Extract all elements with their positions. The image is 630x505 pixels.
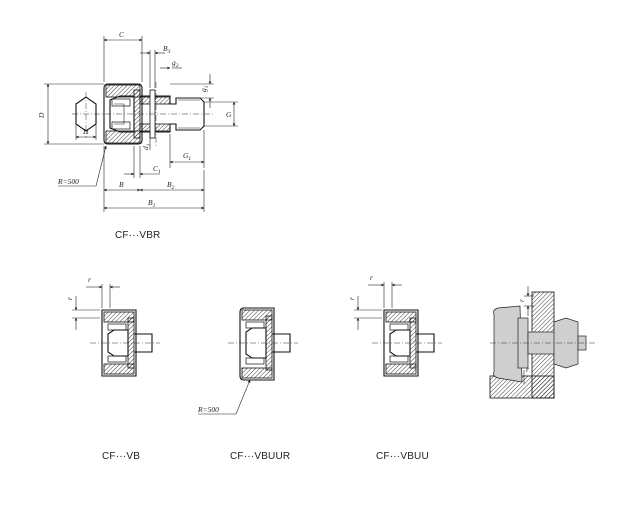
outer-ring-outline (103, 83, 143, 145)
dim-d: D (37, 112, 46, 119)
roller-bottom (111, 121, 131, 130)
dim-r500-vbuur: R=500 (197, 405, 219, 414)
caption-cf-vb: CF···VB (102, 451, 141, 462)
dim-g2: g2 (172, 58, 179, 69)
dim-b: B (119, 180, 124, 189)
figure-mounting: r r (489, 286, 596, 399)
roller-top (111, 98, 131, 107)
caption-cf-vbuu: CF···VBUU (376, 451, 429, 462)
dim-g1: g1 (199, 85, 210, 92)
caption-cf-vbuur: CF···VBUUR (230, 451, 291, 462)
dim-r-vb: r (88, 275, 91, 284)
dim-r-vbuu: r (370, 273, 373, 282)
dim-h: H (82, 127, 89, 136)
thread-lines (178, 99, 200, 129)
dim-g1-length: G1 (183, 151, 191, 162)
dim-r-mount: r (517, 299, 526, 302)
dim-d1: d1 (141, 143, 152, 150)
dim-b2: B2 (167, 180, 175, 191)
dim-c: C (119, 30, 125, 39)
dim-r-mount-lower: r (526, 365, 529, 374)
dim-g: G (226, 110, 232, 119)
dim-b3: B3 (163, 44, 171, 55)
figure-cf-vbr: C B3 g2 g1 G D H d1 (37, 30, 238, 212)
roller-3d (493, 305, 523, 383)
caption-cf-vbr: CF···VBR (115, 230, 161, 241)
figure-cf-vbuu: r r (347, 273, 442, 377)
figure-cf-vb: r r (65, 275, 160, 377)
dim-r-vbuu-vertical: r (347, 297, 356, 300)
dim-r-vb-vertical: r (65, 297, 74, 300)
dim-r500: R=500 (57, 177, 79, 186)
nut-3d (553, 317, 579, 369)
figure-cf-vbuur: R=500 (197, 307, 298, 415)
dim-c1: C1 (153, 164, 161, 175)
dim-b1: B1 (148, 198, 156, 209)
